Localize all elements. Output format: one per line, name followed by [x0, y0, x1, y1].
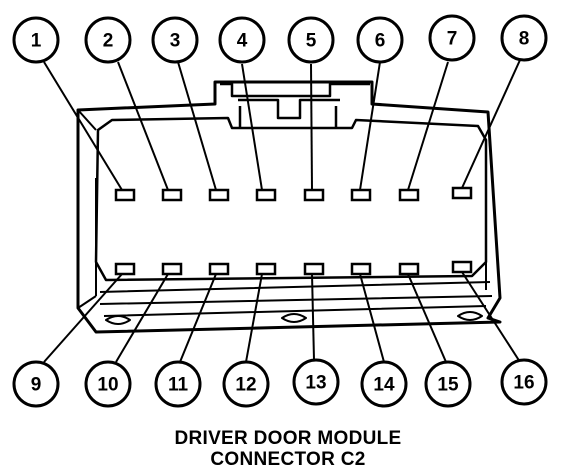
callout-circle-4: [218, 16, 266, 64]
callout-circle-2: [84, 16, 132, 64]
terminal-1: [114, 188, 136, 202]
leader-lines: [43, 59, 521, 363]
pin-label-2: 2: [103, 31, 114, 52]
terminal-11: [208, 262, 230, 276]
callout-circle-13: [292, 358, 340, 406]
callout-circle-8: [500, 14, 548, 62]
terminal-15: [398, 262, 420, 276]
terminal-9: [114, 262, 136, 276]
pin-label-11: 11: [168, 375, 189, 396]
pin-label-5: 5: [306, 31, 317, 52]
callout-circle-7: [428, 14, 476, 62]
terminal-5: [303, 188, 325, 202]
pin-label-1: 1: [31, 31, 42, 52]
callout-circle-6: [356, 16, 404, 64]
terminal-8: [451, 186, 473, 200]
pin-label-7: 7: [447, 29, 458, 50]
pin-label-15: 15: [437, 375, 459, 396]
terminal-3: [208, 188, 230, 202]
pin-label-16: 16: [513, 373, 534, 394]
callout-circle-3: [151, 16, 199, 64]
pin-label-9: 9: [31, 375, 42, 396]
callout-circle-15: [424, 360, 472, 408]
terminal-13: [303, 262, 325, 276]
callout-circle-14: [360, 360, 408, 408]
terminal-14: [350, 262, 372, 276]
connector-body: [76, 80, 502, 334]
pin-terminals: [114, 186, 473, 276]
terminal-7: [398, 188, 420, 202]
terminal-10: [161, 262, 183, 276]
callout-circle-11: [154, 360, 202, 408]
callout-circle-10: [84, 360, 132, 408]
terminal-16: [451, 260, 473, 274]
callout-circle-16: [500, 358, 548, 406]
pin-label-10: 10: [97, 375, 118, 396]
pin-label-13: 13: [305, 373, 326, 394]
pin-label-6: 6: [375, 31, 386, 52]
pin-label-12: 12: [235, 375, 256, 396]
callout-circle-1: [12, 16, 60, 64]
caption-line-2: CONNECTOR C2: [210, 449, 366, 470]
callout-circle-9: [12, 360, 60, 408]
terminal-4: [255, 188, 277, 202]
caption-line-1: DRIVER DOOR MODULE: [174, 428, 402, 449]
terminal-6: [350, 188, 372, 202]
pin-label-14: 14: [373, 375, 395, 396]
pin-numbers: 1 2 3 4 5 6 7 8 9 10 11 12 13 14 15 16: [31, 29, 535, 396]
terminal-12: [255, 262, 277, 276]
callout-circle-5: [287, 16, 335, 64]
pin-callouts: [12, 14, 548, 408]
pin-label-8: 8: [519, 29, 530, 50]
pin-label-3: 3: [170, 31, 181, 52]
pin-label-4: 4: [237, 31, 248, 52]
callout-circle-12: [222, 360, 270, 408]
terminal-2: [161, 188, 183, 202]
